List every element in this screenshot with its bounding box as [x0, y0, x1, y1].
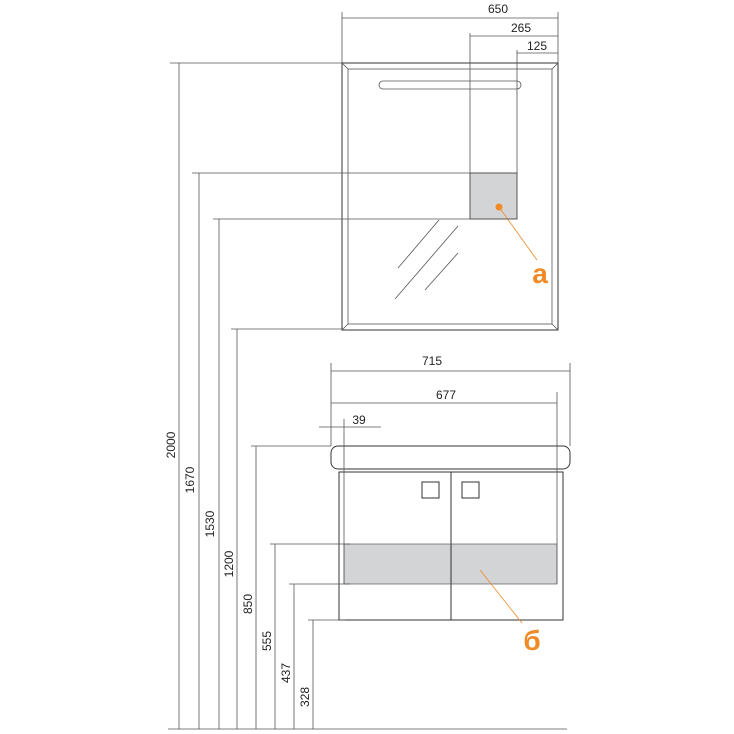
dim-265: 265	[511, 21, 531, 35]
mirror-frame-inner	[347, 68, 553, 325]
dim-650: 650	[488, 2, 508, 16]
mirror-frame-outer	[341, 62, 559, 331]
door-handle-left	[421, 481, 440, 499]
callout-a: a	[495, 203, 548, 289]
mirror-width-dimensions: 650 265 125	[341, 2, 559, 219]
dim-1530: 1530	[203, 510, 217, 537]
height-dimensions: 2000 1670 1530 1200 850 555 437 328	[164, 62, 567, 730]
dim-1200: 1200	[222, 550, 236, 577]
callout-b: б	[479, 569, 541, 656]
light-bar	[378, 80, 522, 90]
dim-677: 677	[436, 388, 456, 402]
shelf-highlight-a	[469, 172, 518, 220]
dim-715: 715	[422, 354, 442, 368]
callout-label-b: б	[523, 625, 540, 656]
door-handle-right	[461, 481, 480, 499]
dim-328: 328	[298, 687, 312, 707]
dim-125: 125	[527, 39, 547, 53]
callout-label-a: a	[532, 258, 548, 289]
dim-555: 555	[260, 631, 274, 651]
vanity-cabinet	[330, 445, 571, 621]
dim-2000: 2000	[164, 431, 178, 458]
dim-1670: 1670	[183, 466, 197, 493]
mirror-cabinet	[341, 62, 559, 331]
dim-39: 39	[352, 413, 366, 427]
glass-reflection-icon	[394, 219, 459, 300]
dim-437: 437	[279, 663, 293, 683]
dim-850: 850	[241, 594, 255, 614]
countertop	[330, 445, 571, 470]
vanity-width-dimensions: 715 677 39	[319, 354, 571, 584]
